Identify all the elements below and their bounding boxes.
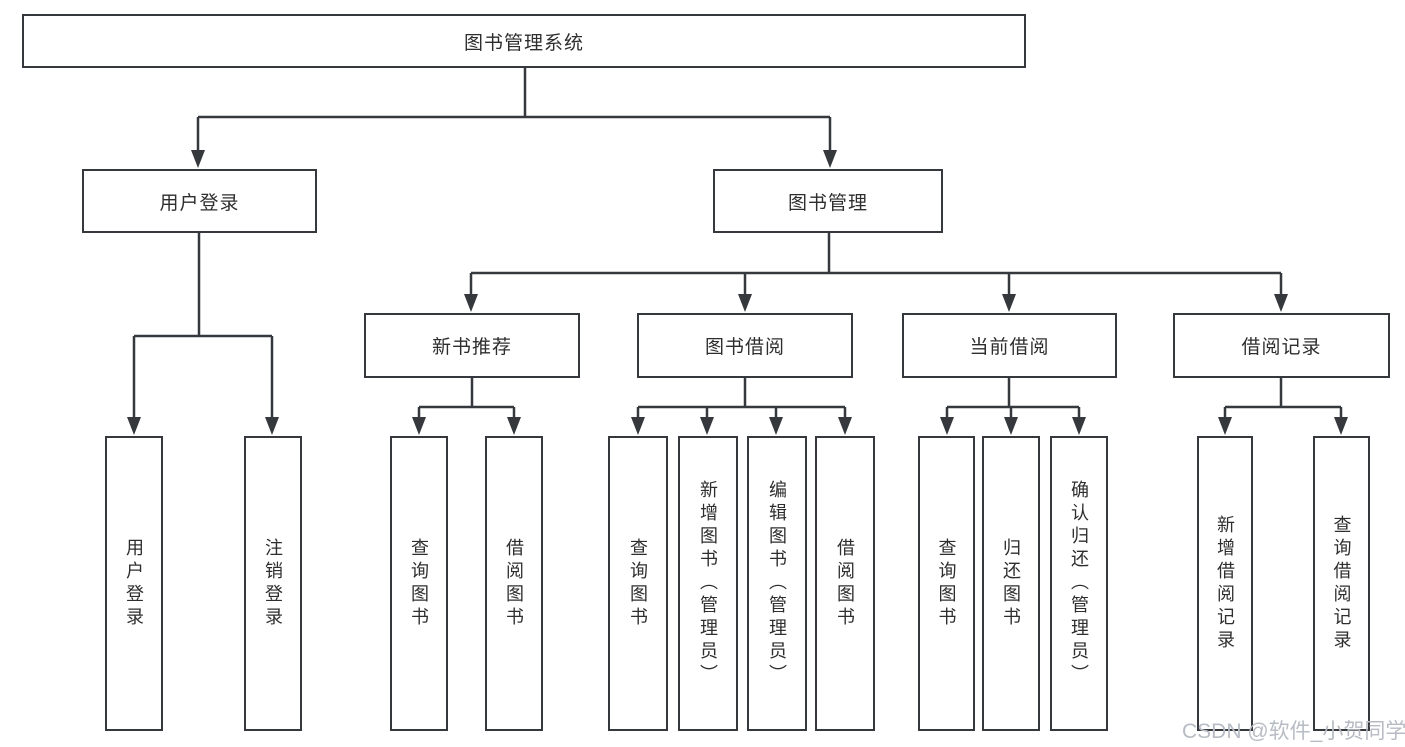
- arrow-down-icon: [412, 417, 426, 435]
- arrow-down-icon: [1218, 417, 1232, 435]
- node-label: 注销登录: [263, 537, 283, 630]
- node-leaf-query-borrow-record: 查询借阅记录: [1313, 436, 1370, 731]
- node-book-borrow: 图书借阅: [637, 313, 853, 378]
- node-leaf-add-borrow-record: 新增借阅记录: [1197, 436, 1253, 731]
- node-leaf-confirm-return-admin: 确认归还（管理员）: [1050, 436, 1108, 731]
- node-label: 查询图书: [409, 537, 429, 630]
- node-label: 归还图书: [1001, 537, 1021, 630]
- node-label: 借阅图书: [835, 537, 855, 630]
- node-label: 新增借阅记录: [1215, 514, 1235, 653]
- node-leaf-query-books-1: 查询图书: [390, 436, 448, 731]
- node-label: 编辑图书（管理员）: [767, 480, 787, 687]
- node-label: 图书管理: [787, 192, 868, 214]
- connector-currentborrow-children: [940, 378, 1086, 435]
- node-borrow-records: 借阅记录: [1173, 313, 1390, 378]
- node-label: 确认归还（管理员）: [1069, 480, 1089, 687]
- node-leaf-query-books-2: 查询图书: [608, 436, 668, 731]
- connector-bookborrow-children: [631, 378, 852, 435]
- connector-borrowrecords-children: [1218, 378, 1348, 435]
- connector-root-to-level1: [191, 68, 837, 168]
- node-book-management: 图书管理: [713, 169, 943, 233]
- node-leaf-user-login: 用户登录: [105, 436, 163, 731]
- connector-newbookrec-children: [412, 378, 521, 435]
- connector-userlogin-children: [127, 233, 279, 435]
- node-label: 借阅记录: [1241, 337, 1322, 358]
- node-leaf-return-books: 归还图书: [982, 436, 1040, 731]
- node-leaf-borrow-books-1: 借阅图书: [485, 436, 543, 731]
- node-label: 用户登录: [124, 537, 144, 630]
- arrow-down-icon: [127, 417, 141, 435]
- arrow-down-icon: [1274, 294, 1288, 312]
- arrow-down-icon: [738, 294, 752, 312]
- node-label: 图书管理系统: [463, 32, 584, 54]
- node-label: 查询图书: [628, 537, 648, 630]
- node-user-login: 用户登录: [82, 169, 317, 233]
- arrow-down-icon: [1072, 417, 1086, 435]
- arrow-down-icon: [940, 417, 954, 435]
- arrow-down-icon: [464, 294, 478, 312]
- arrow-down-icon: [1334, 417, 1348, 435]
- arrow-down-icon: [265, 417, 279, 435]
- node-label: 借阅图书: [504, 537, 524, 630]
- node-label: 查询借阅记录: [1331, 514, 1352, 653]
- node-new-book-recommend: 新书推荐: [364, 313, 580, 378]
- node-label: 新增图书（管理员）: [698, 480, 718, 687]
- arrow-down-icon: [700, 417, 714, 435]
- node-leaf-borrow-books-2: 借阅图书: [815, 436, 875, 731]
- csdn-watermark: CSDN @软件_小贺同学: [1182, 720, 1405, 743]
- arrow-down-icon: [823, 150, 837, 168]
- node-label: 查询图书: [936, 537, 957, 630]
- arrow-down-icon: [191, 150, 205, 168]
- node-leaf-logout: 注销登录: [244, 436, 302, 731]
- node-library-system: 图书管理系统: [22, 14, 1026, 68]
- arrow-down-icon: [1002, 294, 1016, 312]
- node-leaf-query-books-3: 查询图书: [918, 436, 975, 731]
- node-current-borrow: 当前借阅: [902, 313, 1117, 378]
- connector-bookmgmt-children: [464, 233, 1288, 312]
- node-label: 用户登录: [159, 192, 240, 214]
- node-leaf-add-books-admin: 新增图书（管理员）: [678, 436, 738, 731]
- node-label: 图书借阅: [704, 337, 785, 358]
- arrow-down-icon: [838, 417, 852, 435]
- node-label: 新书推荐: [431, 337, 512, 358]
- arrow-down-icon: [769, 417, 783, 435]
- node-leaf-edit-books-admin: 编辑图书（管理员）: [747, 436, 807, 731]
- arrow-down-icon: [1004, 417, 1018, 435]
- arrow-down-icon: [631, 417, 645, 435]
- node-label: 当前借阅: [969, 337, 1050, 358]
- arrow-down-icon: [507, 417, 521, 435]
